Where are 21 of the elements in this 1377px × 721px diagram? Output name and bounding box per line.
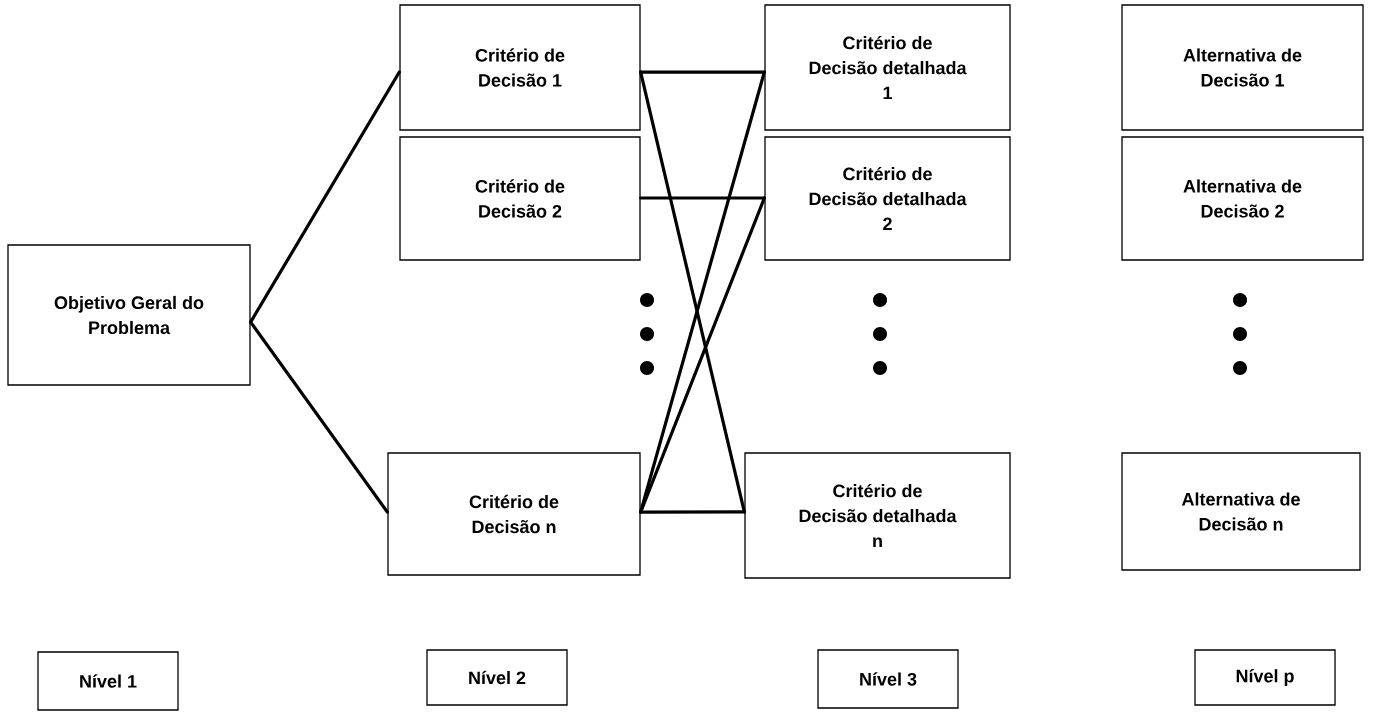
alternative-box: Alternativa de Decisão 1 <box>1121 4 1364 131</box>
level-box: Nível 1 <box>37 651 179 711</box>
criterion-box: Critério de Decisão 2 <box>399 136 641 261</box>
level-box: Nível p <box>1194 649 1336 706</box>
connector-line <box>639 70 766 74</box>
connector-line <box>639 510 746 514</box>
goal-box: Objetivo Geral do Problema <box>7 244 251 386</box>
level-box: Nível 2 <box>426 649 568 706</box>
connector-line <box>639 196 766 200</box>
criterion-box: Critério de Decisão detalhada 2 <box>764 136 1011 261</box>
connector-line <box>249 320 389 514</box>
connector-line <box>639 70 746 514</box>
connector-line <box>249 70 401 324</box>
alternative-box: Alternativa de Decisão n <box>1121 452 1361 571</box>
criterion-box: Critério de Decisão detalhada n <box>744 452 1011 579</box>
connector-line <box>639 70 766 514</box>
level-box: Nível 3 <box>817 649 959 709</box>
alternative-box: Alternativa de Decisão 2 <box>1121 136 1364 261</box>
criterion-box: Critério de Decisão 1 <box>399 4 641 131</box>
criterion-box: Critério de Decisão detalhada 1 <box>764 4 1011 131</box>
criterion-box: Critério de Decisão n <box>387 452 641 576</box>
